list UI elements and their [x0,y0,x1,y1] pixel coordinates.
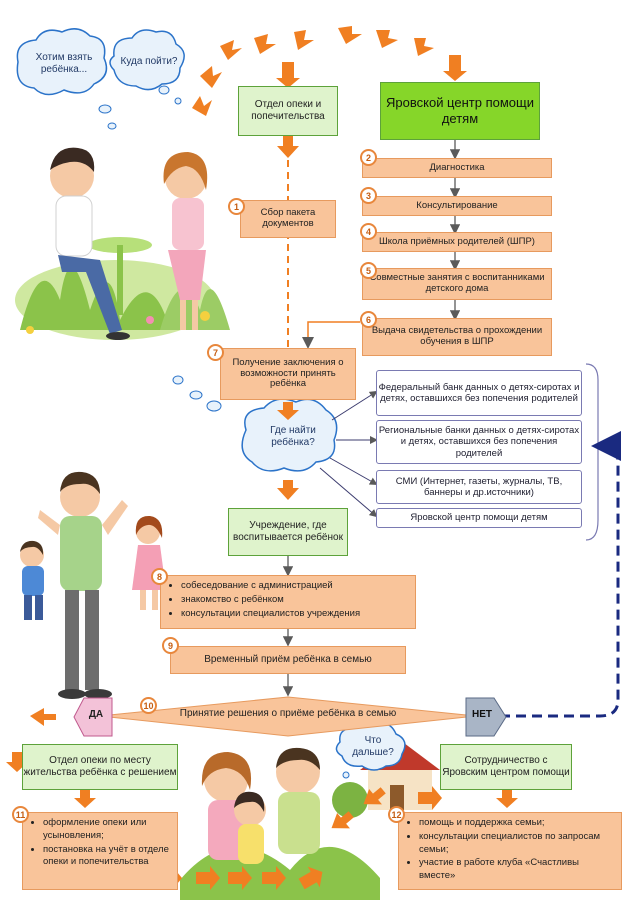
no-arrow [465,697,507,737]
yes-label: ДА [88,709,104,720]
step-5-number: 5 [360,262,377,279]
step-11-box: оформление опеки или усыновления; постан… [22,812,178,890]
step-1-box: Сбор пакета документов [240,200,336,238]
step-12-item: консультации специалистов по запросам се… [419,831,615,857]
no-label: НЕТ [472,709,492,720]
step-12-item: помощь и поддержка семьи; [419,817,615,830]
step-7-box: Получение заключения о возможности приня… [220,348,356,400]
orange-arc-arrows [192,26,467,116]
sources-brace [585,363,599,541]
step-4-box: Школа приёмных родителей (ШПР) [362,232,552,252]
step-6-number: 6 [360,311,377,328]
step-8-item: собеседование с администрацией [181,580,409,593]
step-12-box: помощь и поддержка семьи; консультации с… [398,812,622,890]
step-3-box: Консультирование [362,196,552,216]
step-2-box: Диагностика [362,158,552,178]
step-2-number: 2 [360,149,377,166]
step-8-item: знакомство с ребёнком [181,594,409,607]
step-8-box: собеседование с администрацией знакомств… [160,575,416,629]
step-8-number: 8 [151,568,168,585]
step-10-number: 10 [140,697,157,714]
source-yarovskoy: Яровской центр помощи детям [376,508,582,528]
otdel-box: Отдел опеки и попечительства [238,86,338,136]
step-5-box: Совместные занятия с воспитанниками детс… [362,268,552,300]
step-4-number: 4 [360,223,377,240]
cloud-gde: Где найти ребёнка? [270,425,316,448]
cloud-chto: Что дальше? [352,735,394,758]
step-11-number: 11 [12,806,29,823]
step-6-box: Выдача свидетельства о прохождении обуче… [362,318,552,356]
yarovskoy-box: Яровской центр помощи детям [380,82,540,140]
step-3-number: 3 [360,187,377,204]
source-regional: Региональные банки данных о детях-сирота… [376,420,582,464]
otdel-arrows [277,136,299,500]
step-9-number: 9 [162,637,179,654]
step-1-number: 1 [228,198,245,215]
step-8-item: консультации специалистов учреждения [181,608,409,621]
source-federal: Федеральный банк данных о детях-сиротах … [376,370,582,416]
cloud-kuda: Куда пойти? [120,56,178,67]
otdel-mesto-box: Отдел опеки по месту жительства ребёнка … [22,744,178,790]
step-12-item: участие в работе клуба «Счастливы вместе… [419,857,615,883]
father-kids-illustration [20,471,166,699]
cooperation-box: Сотрудничество с Яровским центром помощи [440,744,572,790]
step-11-item: постановка на учёт в отделе опеки и попе… [43,844,171,870]
yes-arrow [73,697,113,737]
step-7-number: 7 [207,344,224,361]
step-11-item: оформление опеки или усыновления; [43,817,171,843]
institution-box: Учреждение, где воспитывается ребёнок [228,508,348,556]
step-12-number: 12 [388,806,405,823]
step-9-box: Временный приём ребёнка в семью [170,646,406,674]
cloud-hotim: Хотим взять ребёнка... [35,52,93,75]
step-10-text: Принятие решения о приёме ребёнка в семь… [179,708,397,719]
source-media: СМИ (Интернет, газеты, журналы, ТВ, банн… [376,470,582,504]
cloud-shapes [16,28,406,771]
couple-illustration [15,147,230,340]
